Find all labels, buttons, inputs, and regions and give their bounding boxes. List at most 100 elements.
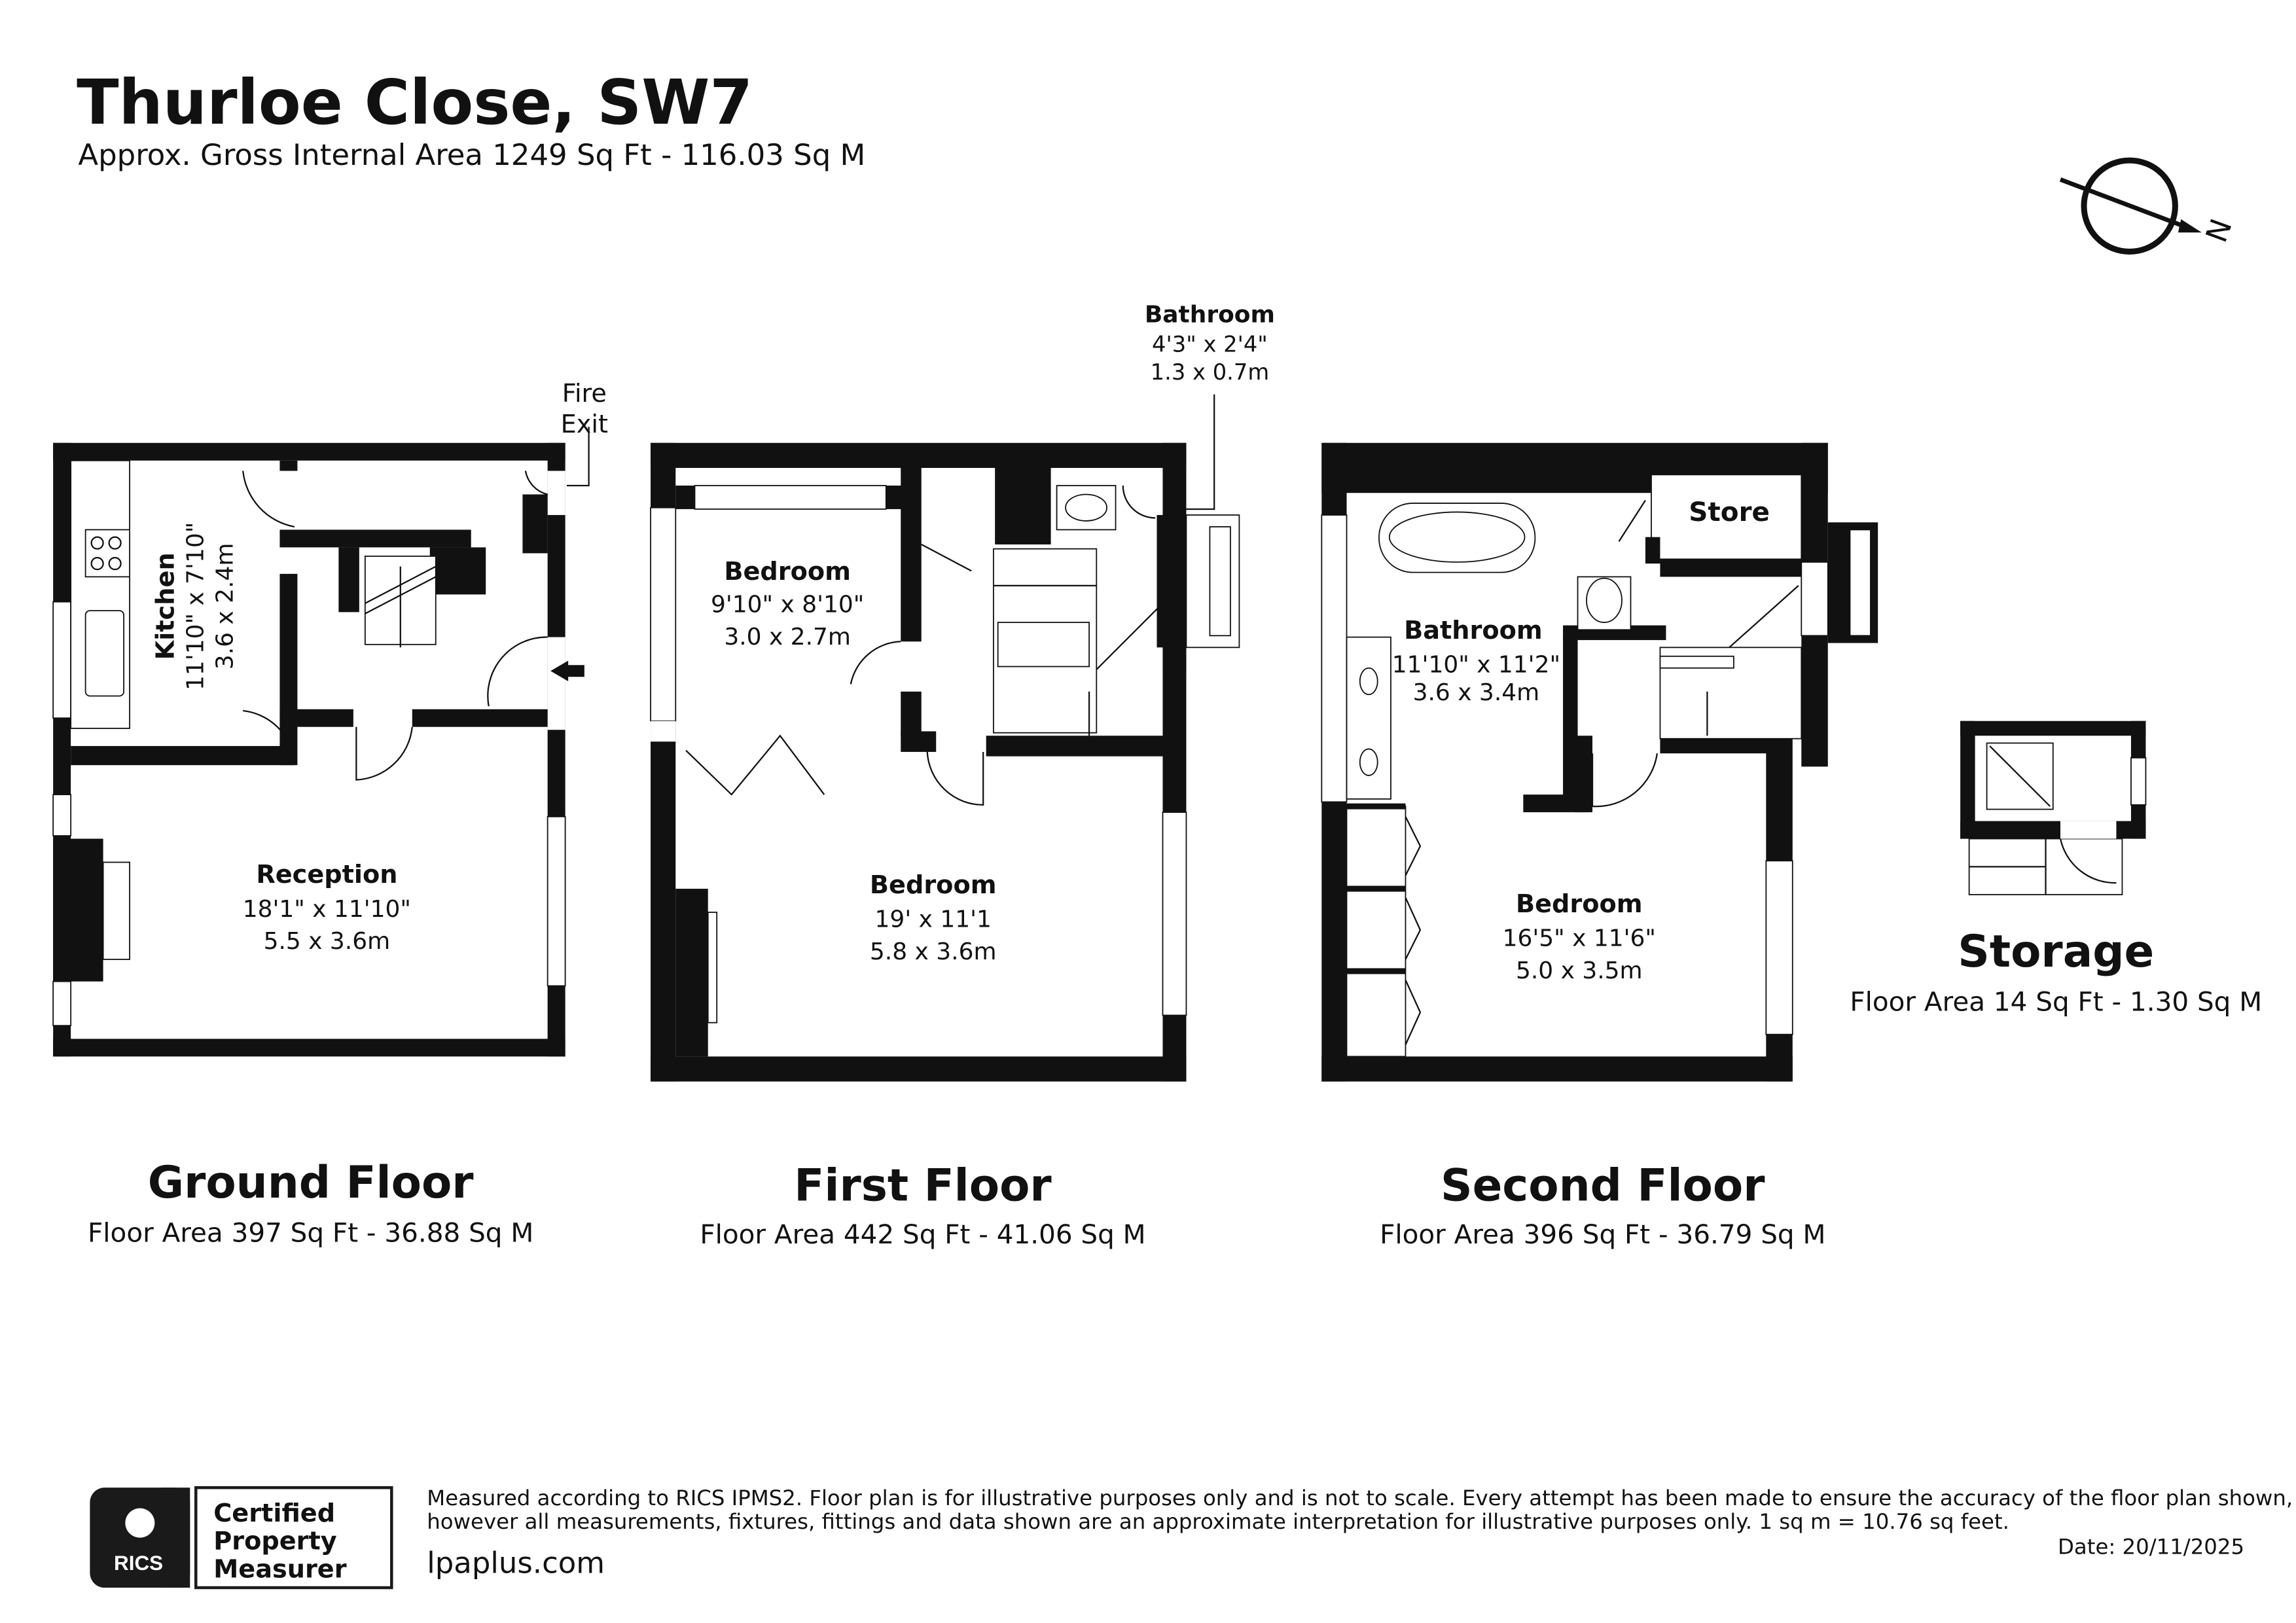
reception-name: Reception [256,861,397,889]
wall [986,736,1163,757]
plan-line [1122,485,1156,519]
plan-line [90,536,104,550]
website-link[interactable]: lpaplus.com [427,1546,605,1580]
plan-line [524,471,548,516]
wall [53,1039,565,1057]
plan-line [355,726,413,781]
date: Date: 20/11/2025 [2058,1534,2244,1559]
plan-line [685,734,825,796]
chimney-breast [53,838,103,982]
plan-line [651,721,676,742]
bedroom-imperial: 16'5" x 11'6" [1503,925,1656,952]
bedroom-metric: 5.0 x 3.5m [1516,957,1643,984]
ground-floor-plan: Fire Exit Kitchen 11'10" x 7'10" 3.6 x 2… [52,380,608,1057]
second-floor-area: Floor Area 396 Sq Ft - 36.79 Sq M [1380,1219,1825,1250]
storage-area: Floor Area 14 Sq Ft - 1.30 Sq M [1850,986,2262,1018]
wall [1563,635,1578,798]
storage-title: Storage [1958,925,2154,977]
wall [338,547,359,613]
page-subtitle: Approx. Gross Internal Area 1249 Sq Ft -… [78,137,865,172]
bedroom-small-metric: 3.0 x 2.7m [724,624,851,651]
kitchen-metric: 3.6 x 2.4m [211,543,238,670]
plan-line [1096,603,1164,670]
wall [279,573,298,766]
plan-line [487,636,548,707]
page-title: Thurloe Close, SW7 [77,67,753,139]
entrance-arrow-icon [550,660,584,682]
wall [84,610,125,697]
plan-line [108,536,122,550]
wall [707,912,718,1024]
wall [650,507,677,722]
wall [279,529,471,548]
wall [52,980,72,1027]
wall [1651,467,1803,560]
second-floor-title: Second Floor [1441,1160,1765,1211]
wall [1801,561,1829,637]
wall [102,861,130,960]
plan-line [90,557,104,571]
window [52,601,72,719]
fixture [1359,667,1378,696]
wall [1651,467,1802,476]
north-compass-icon: N [2059,157,2239,255]
wall [1960,721,2146,736]
fire-exit-label-2: Exit [561,410,608,439]
wall [279,460,298,471]
bedroom-large-imperial: 19' x 11'1 [875,906,992,933]
wall [1346,968,1406,974]
wall [412,709,548,727]
reception-imperial: 18'1" x 11'10" [243,896,411,923]
plan-line [926,751,984,806]
wall [1209,526,1231,637]
kitchen-imperial: 11'10" x 7'10" [183,522,209,690]
plan-line [108,557,122,571]
plan-line [921,543,972,572]
wall [1659,655,1734,669]
reception-metric: 5.5 x 3.6m [264,928,391,955]
wall [694,485,887,510]
fixture [1359,748,1378,776]
ground-floor-title: Ground Floor [148,1156,475,1208]
kitchen-name: Kitchen [152,552,181,660]
first-floor-area: Floor Area 442 Sq Ft - 41.06 Sq M [700,1219,1145,1250]
wall [2130,757,2147,806]
plan-line [1618,499,1646,543]
wall [901,731,937,752]
plan-line [1405,816,1422,876]
wall [1346,803,1406,810]
wall [1575,736,1593,813]
wall [1765,860,1793,1035]
wall [1960,821,2146,839]
wall [651,442,1187,468]
wall [1960,721,1975,839]
plan-line [1591,753,1659,808]
rics-logo-text: RICS [114,1552,163,1575]
plan-line [850,641,901,685]
wall [53,442,565,461]
fixture [1586,577,1623,623]
wall [997,622,1090,668]
wall [651,1056,1187,1082]
rics-badge: RICS Certified Property Measurer [90,1486,393,1590]
plan-line [243,709,296,760]
plan-line [1989,745,2051,807]
plan-line [242,471,295,528]
wall [1162,812,1187,1016]
wall [1346,806,1407,1058]
north-label: N [2199,214,2239,247]
wall [901,467,922,642]
plan-line [566,427,590,487]
bedroom-large-name: Bedroom [870,871,997,900]
wall [1321,514,1348,803]
plan-line [1405,897,1422,960]
bathroom-metric: 3.6 x 3.4m [1413,679,1540,706]
badge-line-3: Measurer [213,1555,346,1584]
fixture [1065,493,1107,522]
fixture [1388,511,1526,563]
plan-line [1162,394,1215,510]
bathroom-name: Bathroom [1404,616,1543,645]
wall [84,529,130,578]
first-floor-title: First Floor [794,1160,1052,1211]
